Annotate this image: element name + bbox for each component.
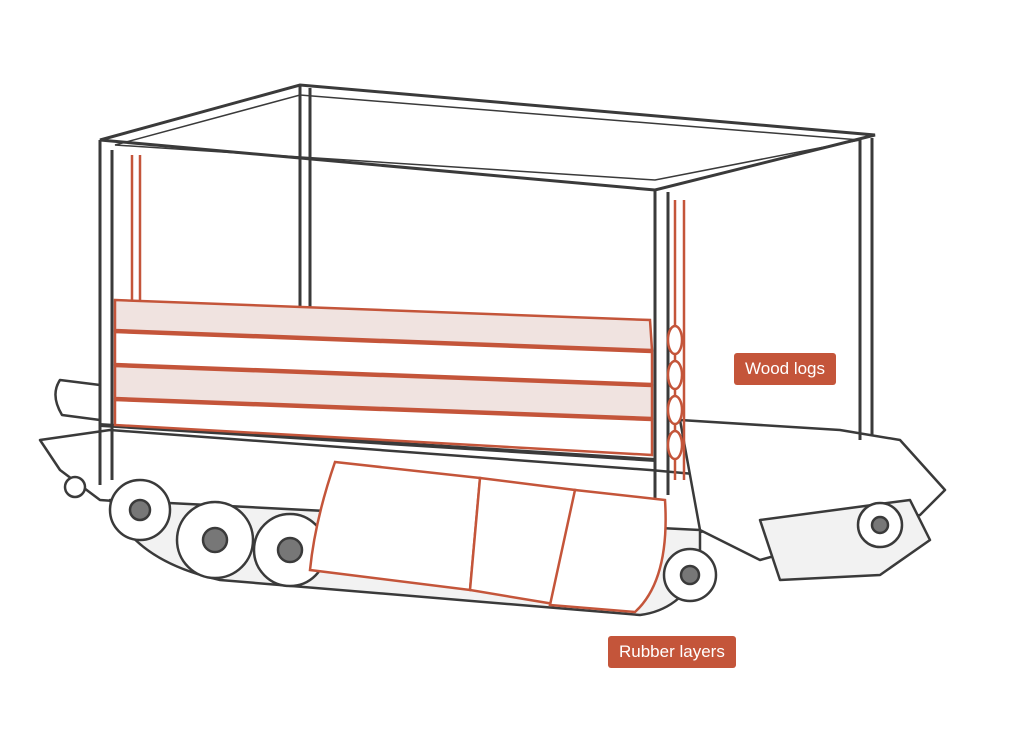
wood-logs-label: Wood logs — [734, 353, 837, 385]
cage-frame — [98, 83, 876, 500]
wood-logs — [113, 155, 686, 480]
road-wheels — [63, 475, 904, 603]
rubber-layers-label: Rubber layers — [608, 636, 736, 668]
rubber-layers — [308, 460, 667, 614]
